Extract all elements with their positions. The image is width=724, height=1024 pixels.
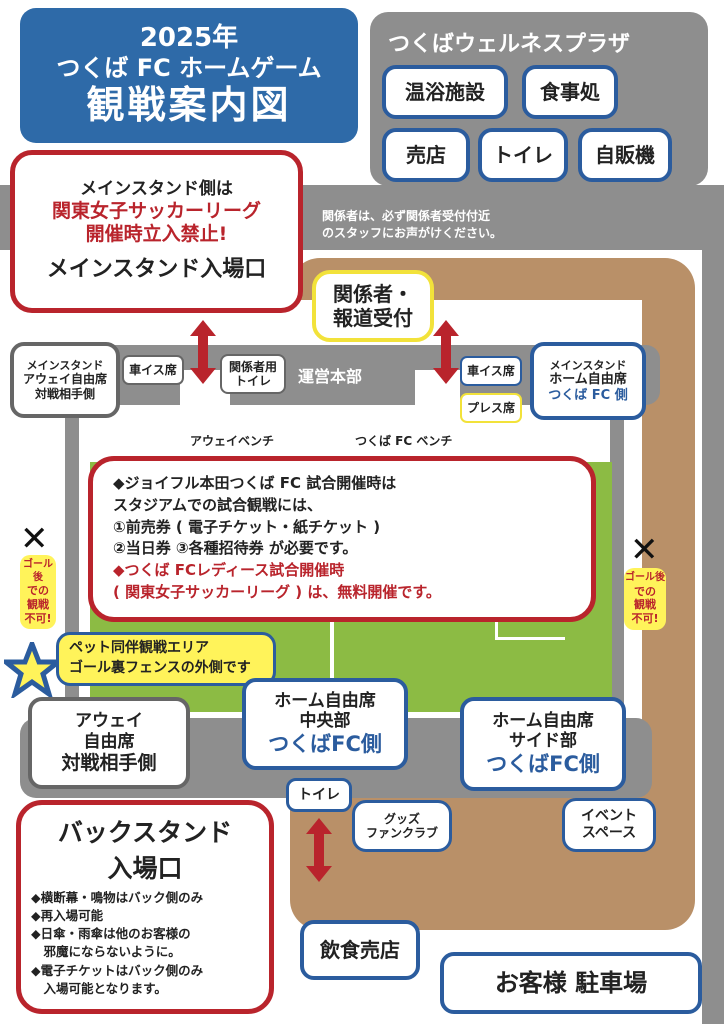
seat-label: アウェイ自由席 bbox=[22, 372, 107, 387]
entrance-arrow-back bbox=[306, 818, 332, 882]
wellness-title: つくばウェルネスプラザ bbox=[388, 32, 631, 57]
facility-dining: 食事処 bbox=[522, 65, 618, 119]
field-right-line bbox=[610, 400, 624, 730]
back-stand-entrance: バックスタンド 入場口 ◆横断幕・鳴物はバック側のみ ◆再入場可能 ◆日傘・雨傘… bbox=[16, 800, 274, 1014]
seat-label: つくば FC 側 bbox=[548, 387, 628, 403]
entrance-arrow-right bbox=[433, 320, 459, 384]
entrance-rules: ◆横断幕・鳴物はバック側のみ ◆再入場可能 ◆日傘・雨傘は他のお客様の 邪魔にな… bbox=[31, 889, 259, 998]
seat-label: つくばFC側 bbox=[486, 751, 600, 776]
rule: ◆再入場可能 bbox=[31, 908, 104, 924]
event-label: スペース bbox=[581, 825, 637, 841]
info-line: ①前売券 ( 電子チケット・紙チケット ) bbox=[113, 517, 381, 536]
press-seats: プレス席 bbox=[460, 393, 522, 423]
back-toilet: トイレ bbox=[286, 778, 352, 812]
staff-note-line: 関係者は、必ず関係者受付付近 bbox=[322, 209, 491, 223]
info-line: スタジアムでの試合観戦には、 bbox=[113, 495, 322, 514]
main-away-seats: メインスタンド アウェイ自由席 対戦相手側 bbox=[10, 342, 120, 418]
main-stand-entrance: メインスタンド側は 関東女子サッカーリーグ 開催時立入禁止! メインスタンド入場… bbox=[10, 150, 303, 313]
goal-note-left: ゴール後 での 観戦 不可! bbox=[20, 555, 56, 630]
title-box: 2025年 つくば FC ホームゲーム 観戦案内図 bbox=[20, 8, 358, 143]
toilet-label: トイレ bbox=[234, 374, 271, 388]
seat-label: 対戦相手側 bbox=[61, 751, 157, 774]
note-line: での bbox=[634, 584, 656, 598]
seat-label: アウェイ bbox=[75, 711, 143, 732]
warning-line: 開催時立入禁止! bbox=[85, 222, 228, 245]
goods-label: グッズ bbox=[383, 811, 420, 826]
match-info: ◆ジョイフル本田つくば FC 試合開催時は スタジアムでの試合観戦には、 ①前売… bbox=[88, 456, 596, 622]
page-title: 観戦案内図 bbox=[86, 82, 292, 127]
food-shop: 飲食売店 bbox=[300, 920, 420, 980]
away-bench: アウェイベンチ bbox=[190, 434, 275, 448]
toilet-label: 関係者用 bbox=[228, 359, 277, 374]
facility-shop: 売店 bbox=[382, 128, 470, 182]
facility-toilet: トイレ bbox=[478, 128, 568, 182]
pet-line: ペット同伴観戦エリア bbox=[69, 640, 209, 656]
back-home-center-seats: ホーム自由席 中央部 つくばFC側 bbox=[242, 678, 408, 770]
operations-hq: 運営本部 bbox=[298, 367, 363, 386]
entrance-arrow-left bbox=[190, 320, 216, 384]
seat-label: サイド部 bbox=[509, 731, 577, 752]
info-line: ②当日券 ③各種招待券 が必要です。 bbox=[113, 539, 358, 558]
no-viewing-icon-right: ✕ bbox=[630, 530, 659, 570]
seat-label: 中央部 bbox=[299, 711, 351, 732]
note-line: での bbox=[27, 584, 49, 597]
back-home-side-seats: ホーム自由席 サイド部 つくばFC側 bbox=[460, 697, 626, 791]
warning-line: 関東女子サッカーリーグ bbox=[51, 199, 261, 222]
rule: 入場可能となります。 bbox=[31, 980, 167, 996]
note-line: 観戦 bbox=[27, 597, 49, 611]
back-away-seats: アウェイ 自由席 対戦相手側 bbox=[28, 697, 190, 789]
goal-note-right: ゴール後 での 観戦 不可! bbox=[624, 568, 666, 630]
entrance-label: メインスタンド入場口 bbox=[46, 257, 267, 283]
entrance-title: 入場口 bbox=[107, 854, 183, 883]
star-icon bbox=[4, 642, 60, 698]
seat-label: ホーム自由席 bbox=[274, 691, 376, 712]
note-line: ゴール後 bbox=[23, 559, 53, 583]
no-viewing-icon-left: ✕ bbox=[20, 519, 49, 559]
reception-line: 報道受付 bbox=[333, 306, 413, 330]
reception-line: 関係者・ bbox=[333, 282, 413, 306]
rule: 邪魔にならないように。 bbox=[31, 944, 181, 960]
goods-label: ファンクラブ bbox=[365, 826, 438, 840]
rule: ◆日傘・雨傘は他のお客様の bbox=[31, 926, 191, 942]
reception: 関係者・ 報道受付 bbox=[312, 270, 434, 342]
seat-label: 自由席 bbox=[83, 731, 135, 752]
goods-fanclub: グッズ ファンクラブ bbox=[352, 800, 452, 852]
main-home-seats: メインスタンド ホーム自由席 つくば FC 側 bbox=[530, 342, 646, 420]
pitch-line bbox=[330, 600, 334, 710]
seat-label: ホーム自由席 bbox=[549, 372, 627, 387]
info-line: ◆ジョイフル本田つくば FC 試合開催時は bbox=[113, 474, 397, 492]
note-line: 観戦 bbox=[634, 598, 656, 612]
facility-bath: 温浴施設 bbox=[382, 65, 508, 119]
title-subtitle: つくば FC ホームゲーム bbox=[56, 53, 322, 82]
staff-note-line: のスタッフにお声がけください。 bbox=[322, 225, 503, 240]
parking: お客様 駐車場 bbox=[440, 952, 702, 1014]
seat-label: ホーム自由席 bbox=[492, 711, 594, 732]
title-year: 2025年 bbox=[139, 22, 239, 53]
staff-note: 関係者は、必ず関係者受付付近 のスタッフにお声がけください。 bbox=[322, 208, 502, 242]
entrance-title: バックスタンド bbox=[57, 818, 233, 847]
seat-label: メインスタンド bbox=[26, 359, 104, 373]
note-line: 不可! bbox=[631, 612, 659, 625]
staff-toilet: 関係者用 トイレ bbox=[220, 354, 286, 394]
note-line: 不可! bbox=[24, 611, 52, 625]
rule: ◆横断幕・鳴物はバック側のみ bbox=[31, 890, 204, 905]
seat-label: 対戦相手側 bbox=[34, 386, 95, 401]
pet-area-note: ペット同伴観戦エリア ゴール裏フェンスの外側です bbox=[56, 632, 276, 686]
right-road bbox=[702, 185, 724, 1024]
event-label: イベント bbox=[581, 808, 637, 825]
wheelchair-seats-right: 車イス席 bbox=[460, 356, 522, 386]
home-bench: つくば FC ベンチ bbox=[355, 434, 453, 448]
info-line: ( 関東女子サッカーリーグ ) は、無料開催です。 bbox=[113, 582, 441, 601]
seat-label: メインスタンド bbox=[549, 358, 627, 372]
pet-line: ゴール裏フェンスの外側です bbox=[69, 659, 251, 676]
wheelchair-seats-left: 車イス席 bbox=[122, 355, 184, 385]
rule: ◆電子チケットはバック側のみ bbox=[31, 962, 204, 978]
facility-vending: 自販機 bbox=[578, 128, 672, 182]
warning-line: メインスタンド側は bbox=[80, 179, 233, 200]
note-line: ゴール後 bbox=[625, 572, 665, 583]
event-space: イベント スペース bbox=[562, 798, 656, 852]
info-line: ◆つくば FCレディース試合開催時 bbox=[113, 561, 345, 579]
seat-label: つくばFC側 bbox=[268, 731, 382, 756]
